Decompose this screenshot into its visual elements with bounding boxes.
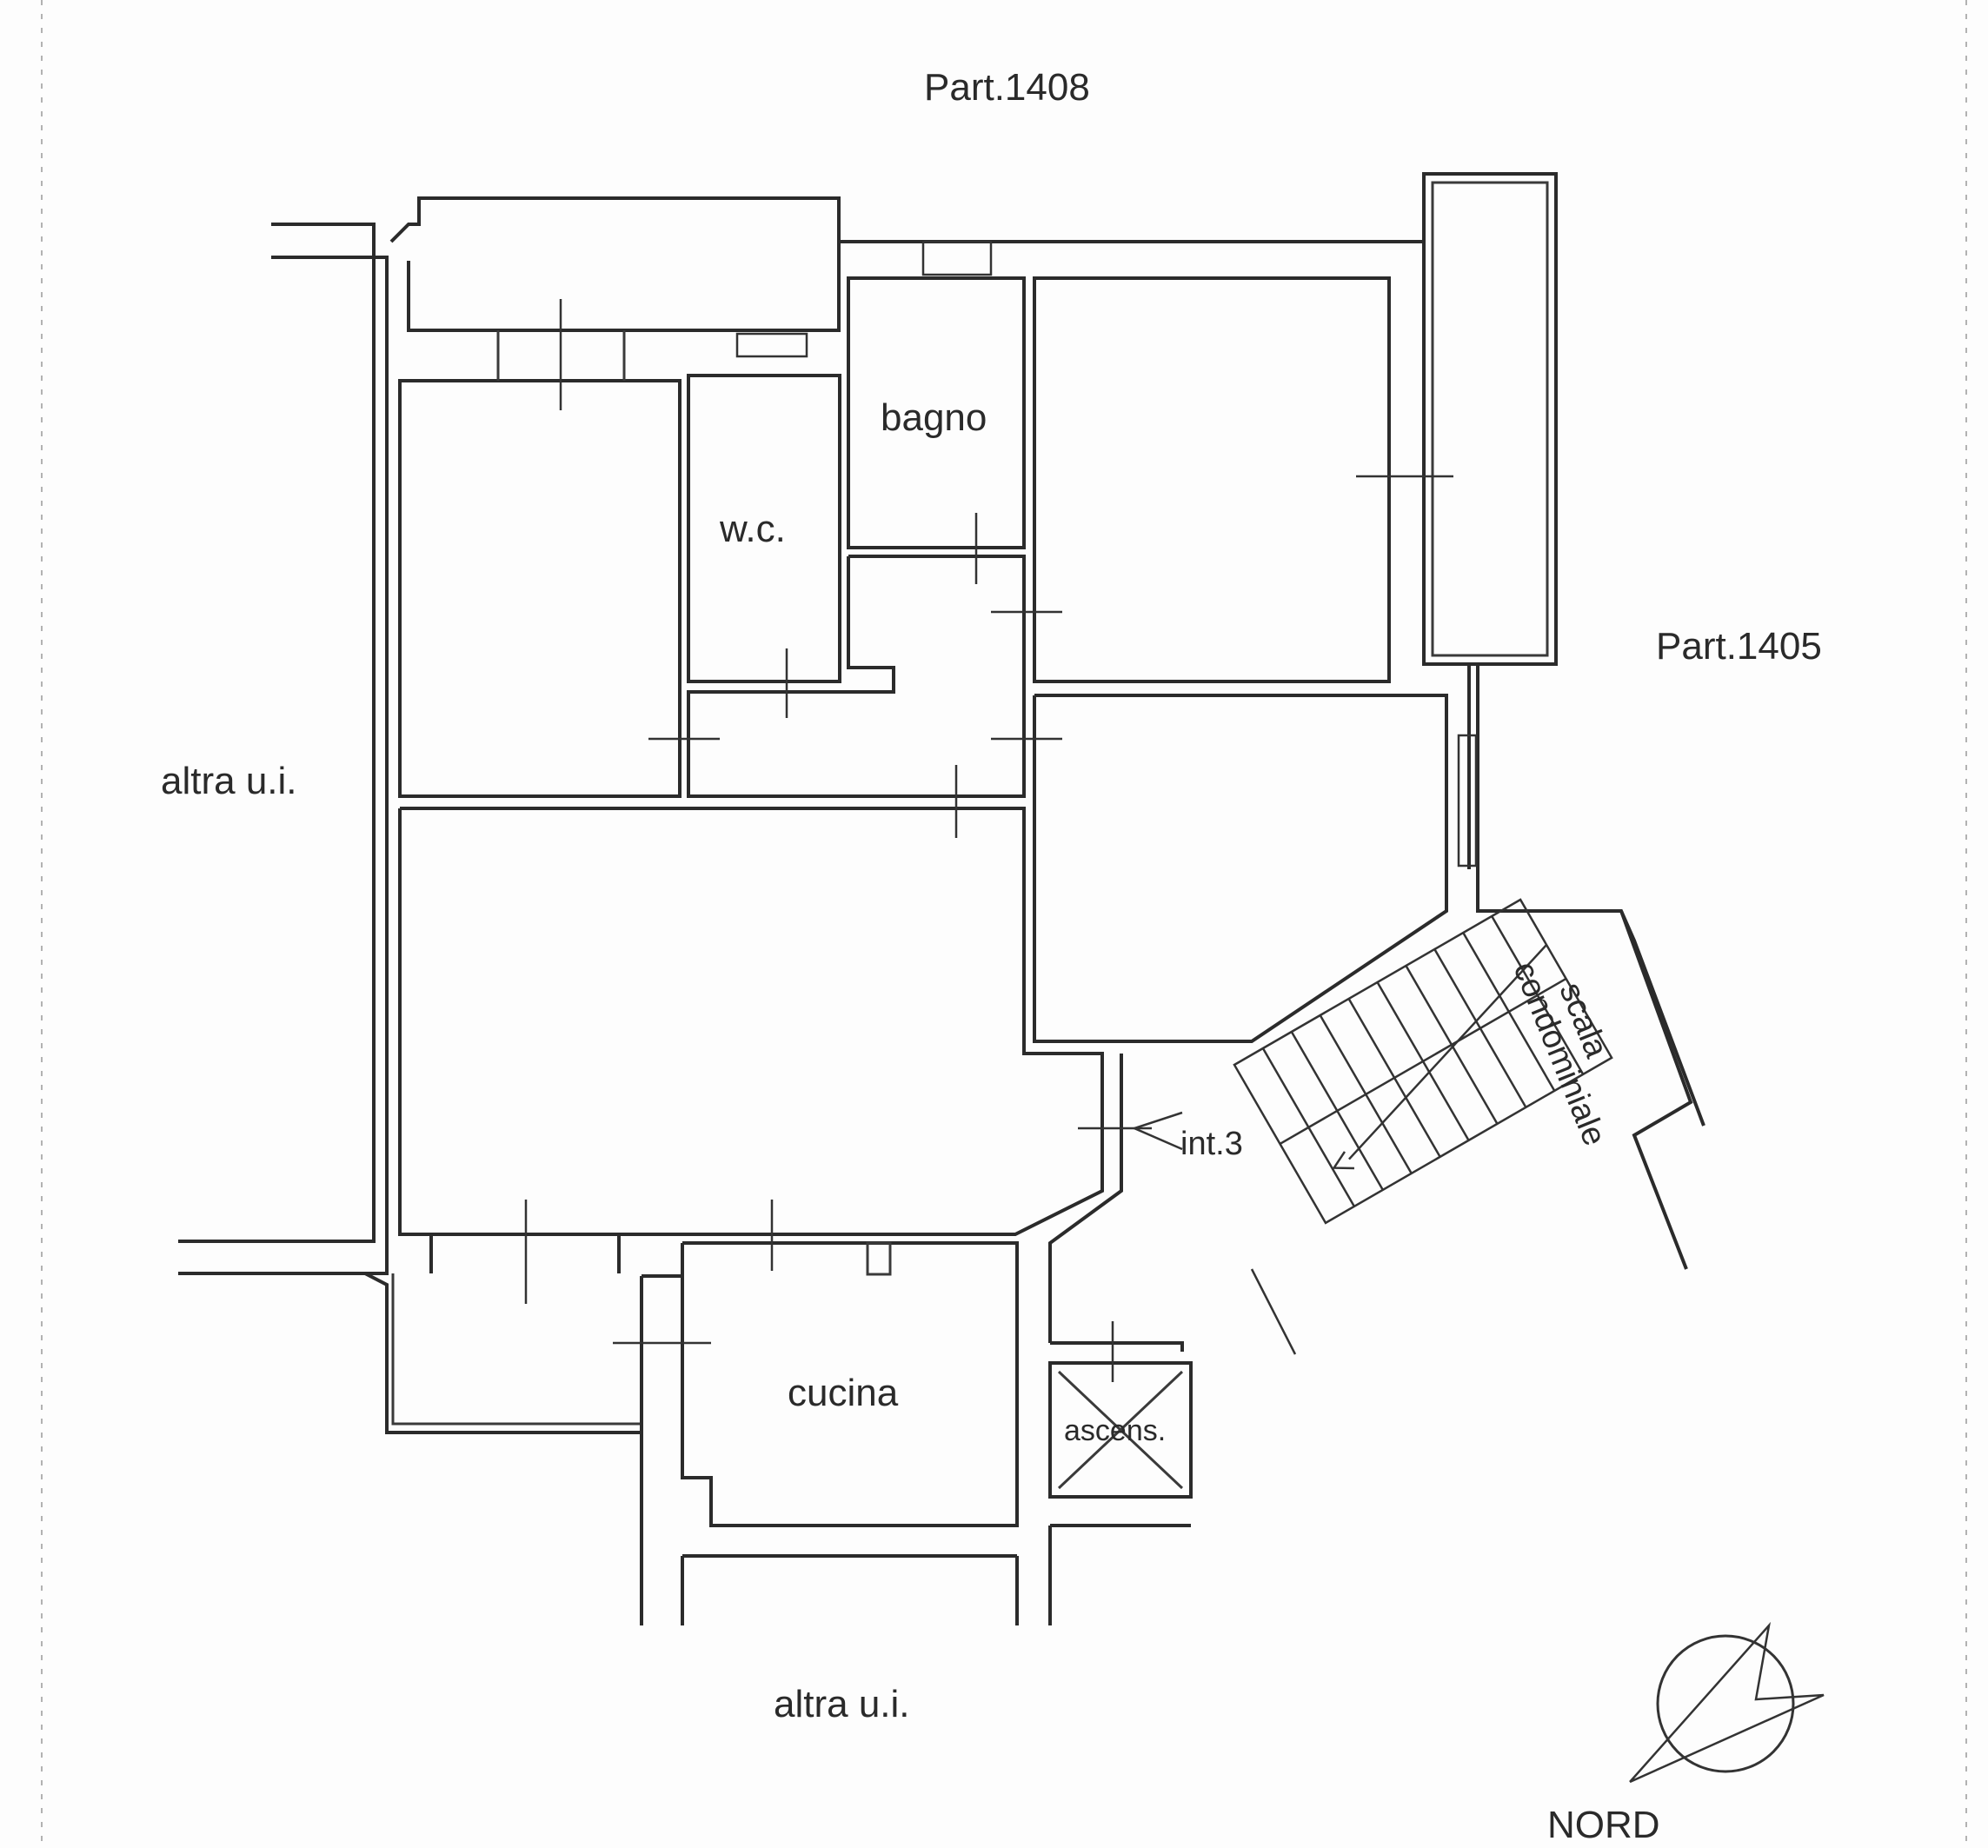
label-stair: scala condominiale (1506, 957, 1615, 1151)
wc-window (735, 332, 808, 358)
room-living (398, 807, 1104, 1236)
label-south-unit: altra u.i. (774, 1683, 910, 1725)
sw-balcony-inner (391, 1273, 642, 1426)
room-cucina (681, 1241, 1019, 1527)
room-top-left (398, 379, 682, 798)
kitchen-pillar (866, 1241, 892, 1276)
stair-step (1376, 981, 1470, 1141)
east-balcony-inner (1431, 181, 1549, 657)
stair-step (1290, 1031, 1384, 1191)
elevator-shaft (1048, 1361, 1193, 1499)
stair-step (1433, 948, 1527, 1108)
north-arrow-pointer (1629, 1621, 1825, 1784)
stair-step (1462, 932, 1556, 1092)
label-wc: w.c. (719, 508, 786, 550)
entry-arrow (1131, 1111, 1183, 1151)
sw-balcony-outer (364, 1272, 643, 1434)
condominium-stairs (1233, 898, 1613, 1225)
stair-step (1261, 1047, 1355, 1207)
landing-west (1048, 1054, 1123, 1343)
wall-west-upper (178, 223, 376, 1243)
label-ascens: ascens. (1064, 1414, 1166, 1447)
room-top-right (1033, 276, 1391, 683)
label-east-parcel: Part.1405 (1656, 625, 1822, 668)
landing-south (1050, 1341, 1184, 1352)
north-arrow-circle (1656, 1634, 1795, 1773)
hallway (687, 555, 1026, 798)
stair-bay-east (1619, 910, 1693, 1270)
label-bagno: bagno (881, 396, 987, 439)
label-cucina: cucina (788, 1372, 899, 1414)
door-marks (524, 299, 1453, 1382)
room-bagno (847, 276, 1026, 549)
east-balcony (1422, 172, 1558, 666)
room-middle-right (1033, 694, 1448, 1043)
north-arrow (1629, 1621, 1825, 1784)
wall-west-inner (178, 256, 389, 1275)
rooms (364, 240, 1478, 1625)
label-int3: int.3 (1180, 1126, 1243, 1162)
north-balcony-outer (389, 196, 841, 243)
east-window (1457, 734, 1478, 867)
stair-arrow-line (1348, 944, 1548, 1160)
perimeter-walls (178, 172, 1705, 1275)
label-north-parcel: Part.1408 (924, 66, 1090, 109)
stair-step (1319, 1014, 1413, 1174)
elevator-cross (1057, 1370, 1184, 1490)
stair-arrowhead (1332, 1151, 1354, 1170)
room-wc (687, 374, 841, 683)
stair-step (1347, 998, 1441, 1158)
door-mark (1250, 1268, 1297, 1355)
stair-step (1405, 965, 1499, 1125)
label-nord: NORD (1547, 1804, 1660, 1846)
stair-step (1491, 915, 1585, 1075)
bagno-window (921, 240, 993, 276)
label-west-unit: altra u.i. (161, 760, 297, 802)
north-balcony-inner (407, 242, 841, 332)
